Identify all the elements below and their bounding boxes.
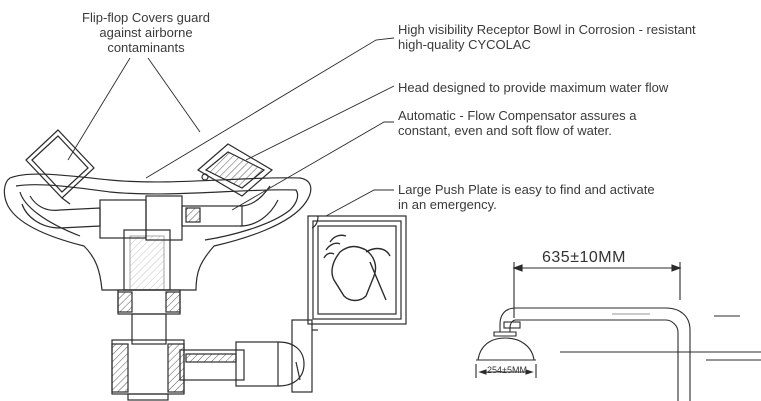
- dimension-drawing: [475, 262, 761, 401]
- head-line-1: Head designed to provide maximum water f…: [398, 80, 669, 95]
- valve-body: [179, 341, 305, 387]
- push-plate-line-2: in an emergency.: [398, 197, 497, 212]
- flip-flop-cover-left: [25, 129, 95, 205]
- push-plate: [317, 225, 397, 315]
- receptor-bowl-line-2: high-quality CYCOLAC: [398, 37, 531, 52]
- flip-flop-line-1: Flip-flop Covers guard: [82, 10, 210, 25]
- flip-flop-line-3: contaminants: [107, 40, 185, 55]
- flow-compensator-line-1: Automatic - Flow Compensator assures a: [398, 108, 637, 123]
- push-plate-assembly: [291, 215, 407, 393]
- flip-flop-line-2: against airborne: [99, 25, 193, 40]
- head-width-dimension: 254±5MM: [487, 365, 527, 375]
- arm-length-dimension: 635±10MM: [542, 249, 626, 266]
- receptor-bowl-outline: [3, 173, 312, 291]
- hand-pictogram-icon: [323, 234, 391, 302]
- push-plate-note: Large Push Plate is easy to find and act…: [398, 182, 655, 212]
- receptor-bowl-line-1: High visibility Receptor Bowl in Corrosi…: [398, 22, 696, 37]
- push-plate-line-1: Large Push Plate is easy to find and act…: [398, 182, 655, 197]
- vertical-stem: [111, 229, 185, 401]
- leader-lines: [67, 37, 395, 217]
- head-note: Head designed to provide maximum water f…: [398, 80, 668, 95]
- flow-compensator-note: Automatic - Flow Compensator assures a c…: [398, 108, 636, 138]
- flip-flop-cover-right: [196, 143, 274, 197]
- flow-compensator-line-2: constant, even and soft flow of water.: [398, 123, 612, 138]
- flip-flop-covers-note: Flip-flop Covers guard against airborne …: [56, 10, 236, 55]
- receptor-bowl-note: High visibility Receptor Bowl in Corrosi…: [398, 22, 696, 52]
